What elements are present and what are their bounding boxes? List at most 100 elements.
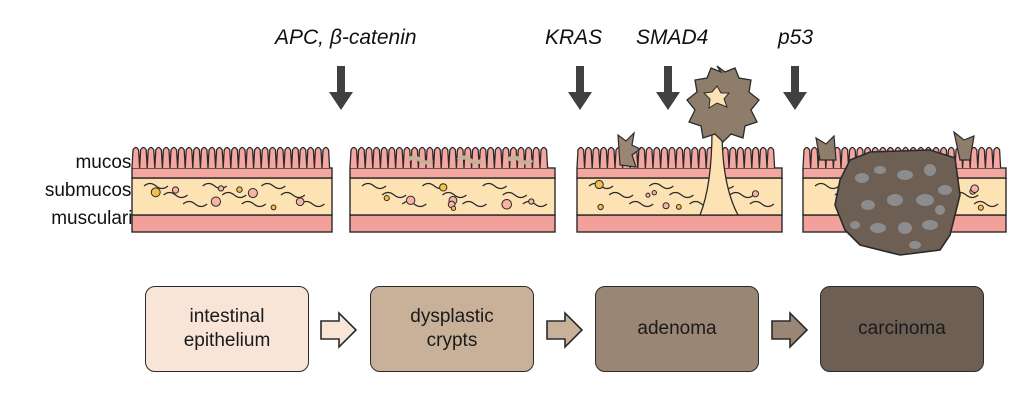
cell [217, 185, 225, 192]
tumor-spot [850, 221, 860, 229]
cell [662, 202, 670, 210]
gene-label-p53: p53 [778, 26, 814, 49]
tumor-spot [887, 194, 903, 206]
fiber [163, 191, 188, 199]
gene-label-smad4: SMAD4 [636, 26, 709, 49]
fiber [482, 182, 508, 190]
gene-arrow-icon [329, 66, 353, 110]
layer-label-muscularis: muscularis [51, 208, 142, 229]
cell [210, 196, 222, 207]
stage-box-dysplastic-crypts: dysplastic crypts [370, 286, 534, 372]
cell [651, 190, 657, 196]
tumor-protrusion [815, 134, 837, 161]
tumor-spot [870, 223, 886, 233]
fiber [729, 191, 755, 199]
fiber [462, 200, 487, 208]
muscularis-layer [131, 214, 333, 233]
dysplastic-crypt [506, 155, 534, 165]
cell [528, 198, 535, 205]
fiber [648, 182, 674, 190]
fiber [221, 191, 247, 199]
fiber [381, 191, 407, 199]
cell [247, 187, 258, 199]
cell [675, 203, 682, 210]
tissue-section [802, 130, 1007, 256]
tumor-spot [938, 185, 952, 195]
cell [295, 197, 305, 207]
muscularis-layer [576, 214, 783, 233]
fiber [608, 191, 634, 199]
cell [150, 187, 161, 198]
fiber [522, 200, 548, 208]
crypts [349, 146, 549, 169]
stage-box-intestinal-epithelium: intestinal epithelium [145, 286, 309, 372]
cell [405, 195, 416, 206]
submucosa-layer [131, 177, 333, 216]
tumor-spot [855, 173, 869, 183]
fiber [973, 200, 999, 208]
cell [383, 195, 390, 202]
cell [977, 204, 984, 211]
tumor-spot [861, 200, 875, 210]
fiber [361, 182, 387, 190]
cell [501, 198, 513, 210]
stage-label: carcinoma [858, 318, 946, 339]
gene-arrow-icon [568, 66, 592, 110]
cell [270, 204, 277, 211]
small-polyp [617, 131, 642, 168]
stage-box-adenoma: adenoma [595, 286, 759, 372]
cell [597, 203, 604, 211]
stage-label: intestinal epithelium [183, 306, 271, 351]
tumor-spot [916, 194, 934, 206]
fiber [182, 200, 208, 208]
fiber [628, 200, 654, 208]
cell [970, 184, 979, 193]
cell [450, 205, 457, 211]
mucosa-layer [131, 167, 333, 179]
gene-label-apc: APC, β-catenin [275, 26, 417, 49]
tumor-spot [897, 170, 913, 180]
gene-arrow-icon [656, 66, 680, 110]
step-arrow-icon [546, 311, 584, 349]
tumor-spot [898, 222, 912, 234]
tumor-spot [935, 205, 945, 215]
tissue-section [349, 146, 556, 233]
fiber [143, 182, 169, 190]
tumor-spot [874, 166, 886, 174]
fiber [749, 200, 775, 208]
mucosa-layer [349, 167, 556, 179]
fiber [669, 191, 694, 199]
tumor-spot [909, 241, 921, 249]
step-arrow-icon [320, 311, 358, 349]
dysplastic-crypt [406, 155, 434, 165]
fiber [260, 182, 286, 190]
layer-label-submucosa: submucosa [44, 180, 142, 201]
gene-label-kras: KRAS [545, 26, 603, 49]
cell [645, 192, 651, 198]
muscularis-layer [349, 214, 556, 233]
crypts [131, 146, 331, 169]
fiber [241, 200, 267, 208]
fiber [401, 200, 427, 208]
dysplastic-crypt [456, 155, 484, 165]
mucosa-layer [576, 167, 783, 179]
stage-box-carcinoma: carcinoma [820, 286, 984, 372]
fiber [280, 191, 306, 199]
gene-arrow-icon [783, 66, 807, 110]
stage-label: adenoma [637, 318, 717, 339]
step-arrow-icon [771, 311, 809, 349]
tissue-section [131, 146, 333, 233]
stage-label: dysplastic crypts [410, 306, 494, 351]
cell [751, 190, 760, 198]
tumor-spot [924, 164, 936, 176]
polyp-core [702, 85, 731, 109]
cell [171, 186, 180, 194]
fiber [442, 191, 467, 199]
tissue-section [576, 65, 783, 233]
crypts [576, 146, 776, 169]
layer-label-mucosa: mucosa [75, 152, 142, 173]
tumor-spot [922, 220, 938, 230]
fiber [814, 182, 840, 190]
